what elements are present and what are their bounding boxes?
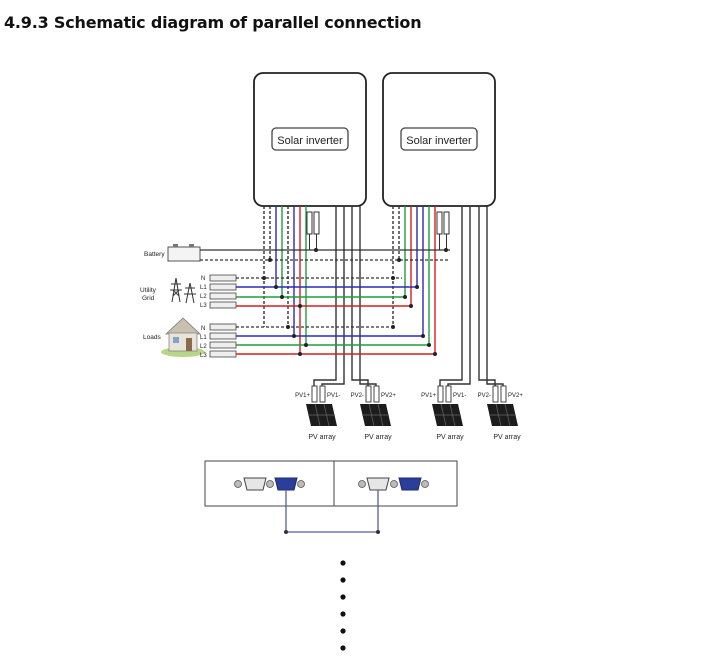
- pv-wiring: [313, 372, 504, 386]
- inverter-2-wires: [392, 206, 488, 372]
- svg-text:PV1-: PV1-: [327, 393, 340, 399]
- svg-text:L3: L3: [200, 353, 207, 359]
- svg-text:PV array: PV array: [364, 434, 392, 441]
- pylon-icon: [170, 277, 196, 304]
- svg-text:L3: L3: [200, 303, 207, 309]
- inverter-1: Solar inverter: [253, 72, 367, 207]
- inverter-2: Solar inverter: [382, 72, 496, 207]
- battery-label: Battery: [144, 251, 165, 258]
- utility-grid-label-2: Grid: [142, 295, 155, 302]
- loads: Loads N L1 L2 L3: [143, 317, 437, 359]
- svg-text:PV1+: PV1+: [421, 393, 436, 399]
- svg-text:PV array: PV array: [308, 434, 336, 441]
- svg-text:PV2+: PV2+: [508, 393, 523, 399]
- fuse-blocks: [306, 211, 450, 250]
- continuation-dots: [340, 560, 346, 651]
- inverter-1-label: Solar inverter: [277, 135, 343, 147]
- battery: Battery: [144, 244, 450, 262]
- pv-group-1: PV1+ PV1- PV array: [295, 385, 340, 441]
- svg-text:N: N: [201, 276, 205, 282]
- comm-port-box-2: [333, 460, 458, 507]
- svg-text:PV2-: PV2-: [351, 393, 364, 399]
- section-title: 4.9.3 Schematic diagram of parallel conn…: [4, 13, 422, 32]
- svg-text:PV2-: PV2-: [478, 393, 491, 399]
- svg-text:L2: L2: [200, 344, 207, 350]
- svg-text:PV array: PV array: [493, 434, 521, 441]
- svg-text:L1: L1: [200, 335, 207, 341]
- utility-grid-label-1: Utility: [140, 287, 157, 294]
- svg-text:L2: L2: [200, 294, 207, 300]
- pv-group-4: PV2- PV2+ PV array: [478, 385, 523, 441]
- comm-cable: [284, 490, 380, 534]
- comm-port-box-1: [204, 460, 335, 507]
- inverter-2-label: Solar inverter: [406, 135, 472, 147]
- svg-text:L1: L1: [200, 285, 207, 291]
- svg-text:PV array: PV array: [436, 434, 464, 441]
- svg-text:PV1-: PV1-: [453, 393, 466, 399]
- grid-terminal-block: N L1 L2 L3: [200, 274, 237, 309]
- svg-text:PV2+: PV2+: [381, 393, 396, 399]
- house-icon: [161, 317, 205, 357]
- pv-group-3: PV1+ PV1- PV array: [421, 385, 466, 441]
- load-terminal-block: N L1 L2 L3: [200, 323, 237, 359]
- utility-grid: Utility Grid N L1 L2 L3: [140, 274, 419, 309]
- svg-text:PV1+: PV1+: [295, 393, 310, 399]
- svg-text:N: N: [201, 326, 205, 332]
- pv-group-2: PV2- PV2+ PV array: [351, 385, 396, 441]
- loads-label: Loads: [143, 334, 161, 341]
